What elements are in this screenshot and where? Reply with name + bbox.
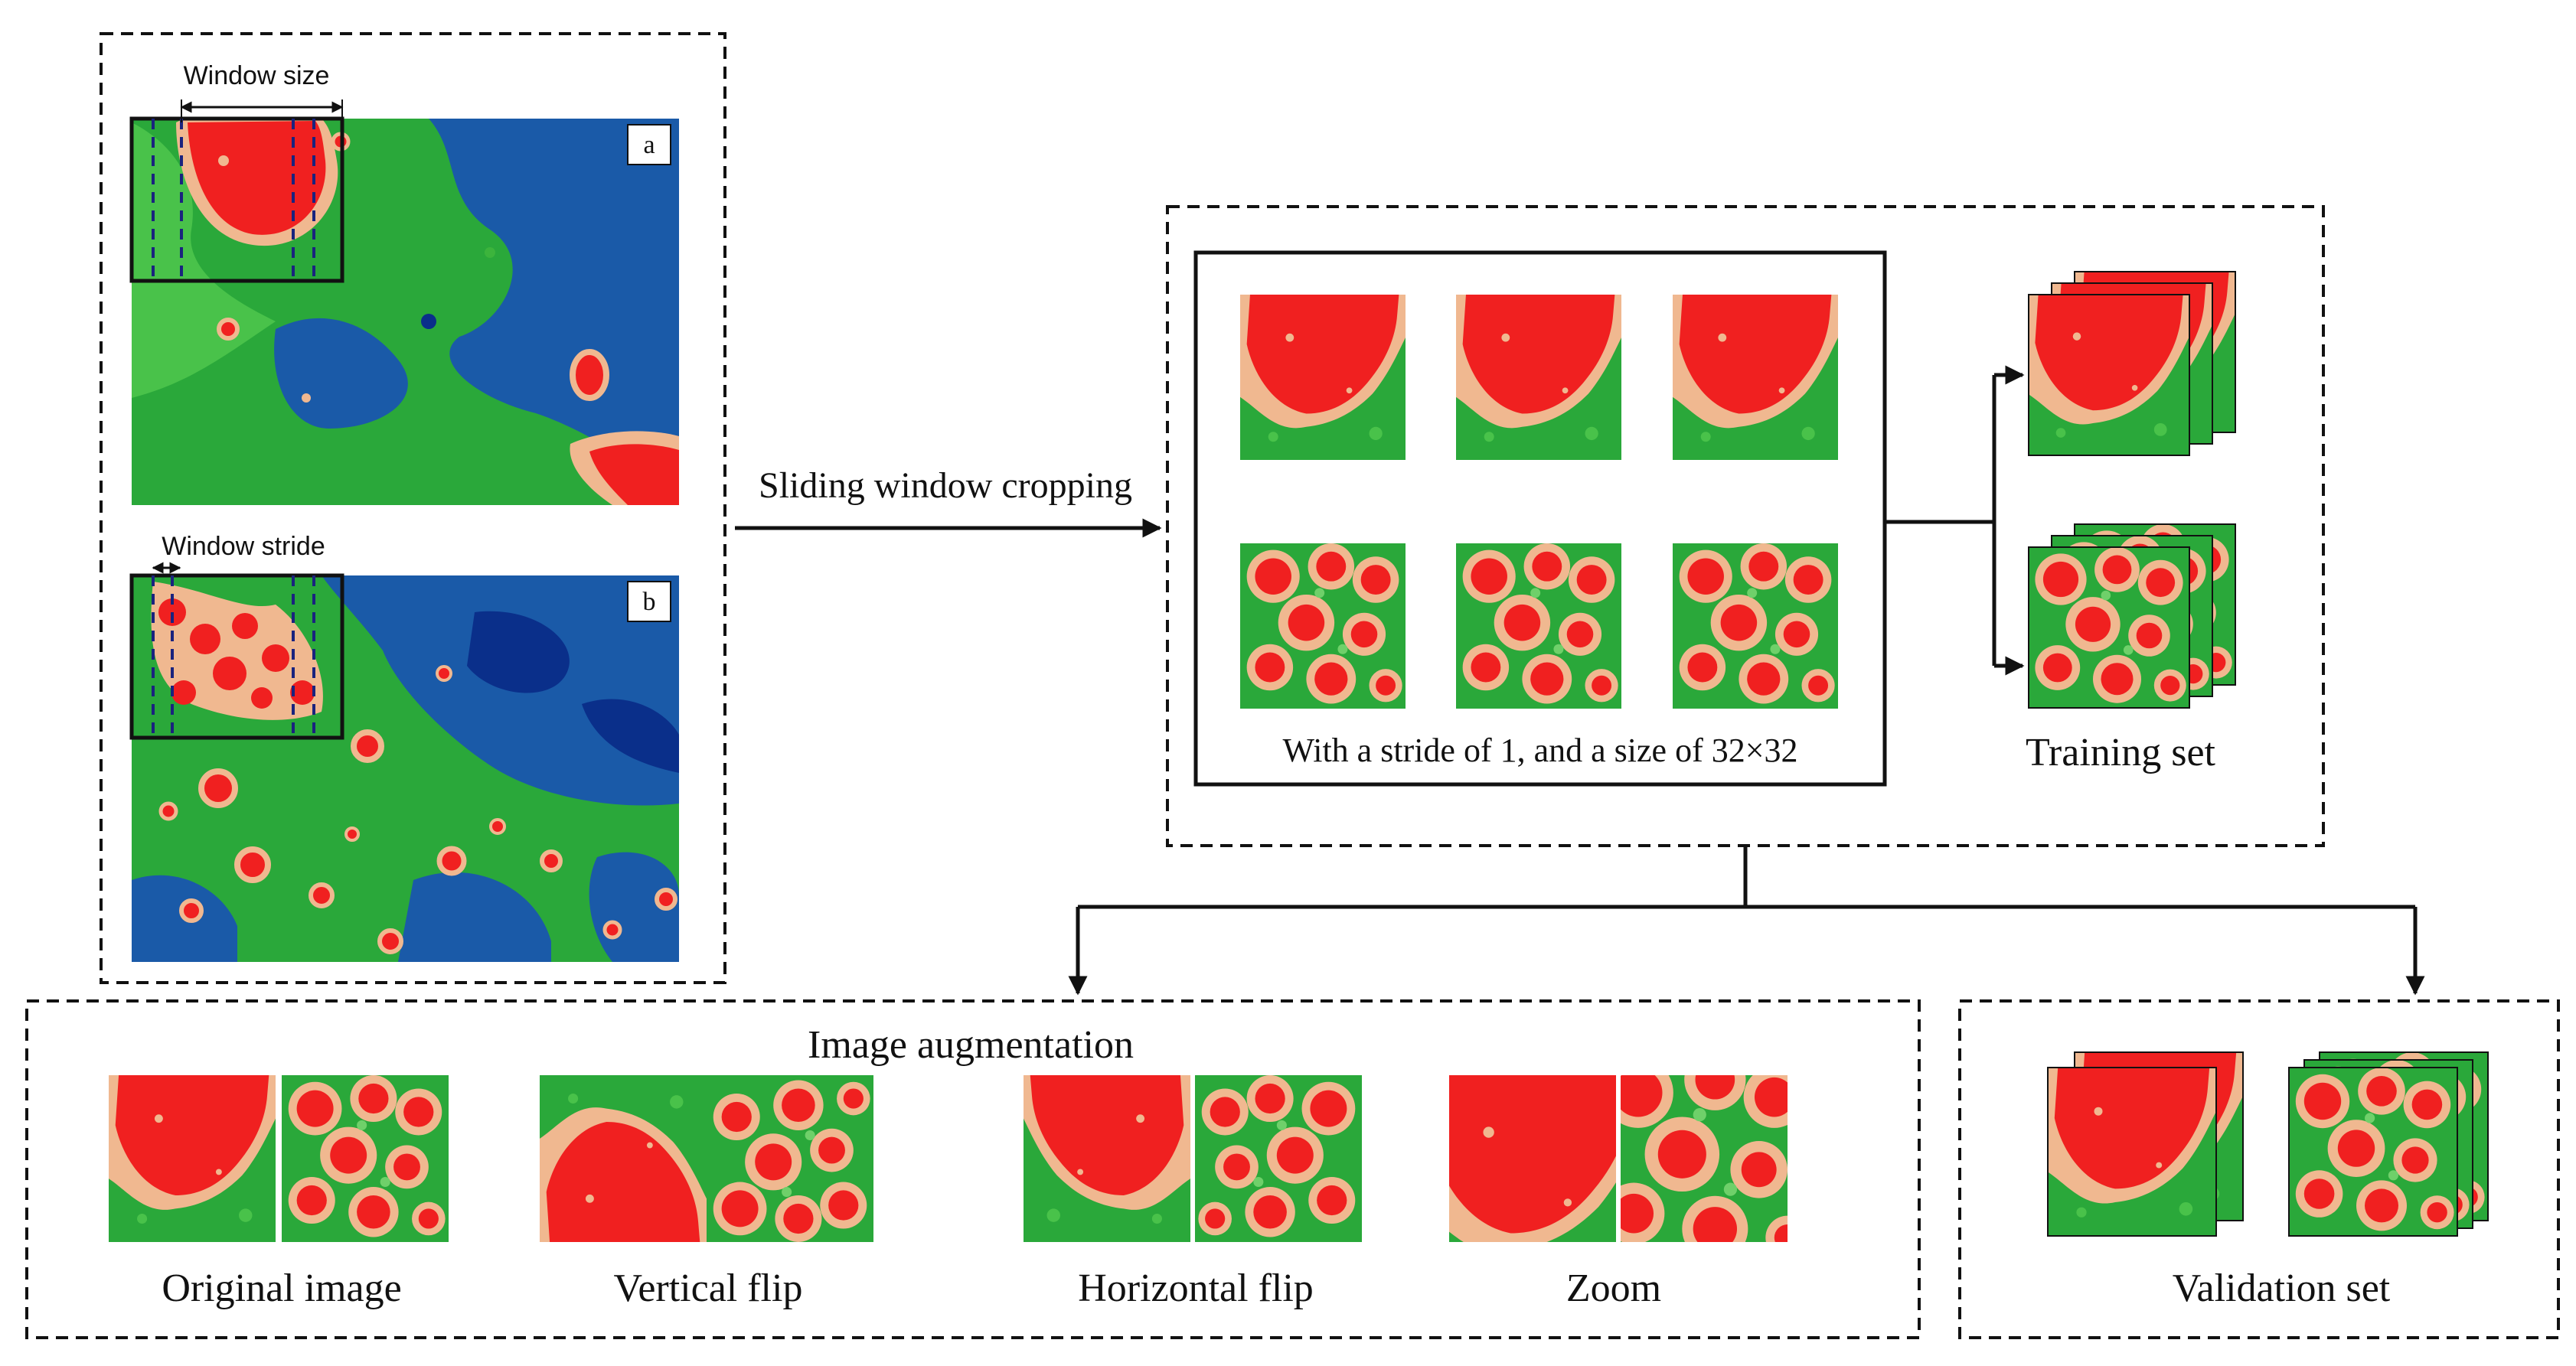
horizontal-flip-pair xyxy=(1024,1075,1362,1242)
cropped-tiles-row-2 xyxy=(1240,543,1838,709)
crop-tile-a1 xyxy=(1240,295,1406,460)
validation-frame xyxy=(1958,999,2560,1339)
panel-a-tag: a xyxy=(643,131,655,159)
horizontal-flip-label: Horizontal flip xyxy=(1078,1267,1314,1310)
window-size-label: Window size xyxy=(184,61,330,90)
crop-tile-b1 xyxy=(1240,543,1406,709)
window-stride-label: Window stride xyxy=(162,532,325,561)
map-a: a Window size xyxy=(129,61,679,505)
augmentation-frame xyxy=(25,999,1921,1339)
cropped-tiles-row-1 xyxy=(1240,295,1838,460)
vertical-flip-pair xyxy=(540,1075,873,1242)
original-label: Original image xyxy=(162,1267,401,1310)
validation-stack-b xyxy=(2288,1051,2489,1237)
map-b: b Window stride xyxy=(129,532,679,962)
crop-tile-b3 xyxy=(1673,543,1838,709)
stride-note-label: With a stride of 1, and a size of 32×32 xyxy=(1282,732,1797,769)
cropped-tiles-box xyxy=(1193,250,1887,787)
vertical-flip-label: Vertical flip xyxy=(614,1267,803,1310)
source-maps-frame xyxy=(100,32,726,984)
training-stack-b xyxy=(2028,523,2236,709)
zoom-label: Zoom xyxy=(1566,1267,1661,1310)
crop-tile-b2 xyxy=(1456,543,1621,709)
validation-stack-a xyxy=(2047,1051,2244,1237)
training-stack-a xyxy=(2028,271,2236,456)
training-set-label: Training set xyxy=(2026,731,2216,774)
augmentation-title: Image augmentation xyxy=(808,1023,1134,1067)
validation-set-label: Validation set xyxy=(2173,1267,2391,1310)
cropping-label: Sliding window cropping xyxy=(759,465,1132,506)
crop-tile-a2 xyxy=(1456,295,1621,460)
crop-tile-a3 xyxy=(1673,295,1838,460)
panel-b-tag: b xyxy=(643,588,656,616)
zoom-pair xyxy=(1449,1075,1788,1242)
original-pair xyxy=(109,1075,449,1242)
